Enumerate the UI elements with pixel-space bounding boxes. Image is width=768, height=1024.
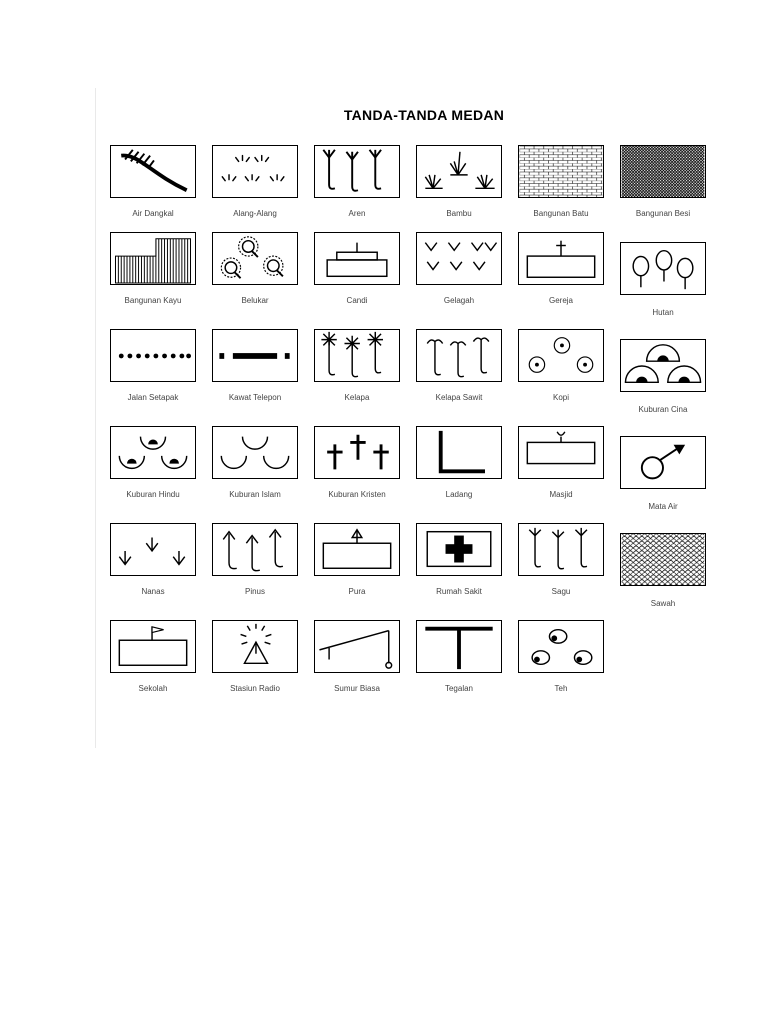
hospital-icon — [426, 530, 492, 568]
grass-icon — [221, 154, 285, 182]
islamic-grave-icon — [220, 436, 290, 470]
iron-building-icon — [621, 146, 705, 197]
page-margin-line — [95, 88, 96, 748]
field-icon — [438, 430, 485, 474]
church-icon — [526, 240, 596, 278]
symbol-label: Kawat Telepon — [228, 393, 282, 402]
spring-icon — [640, 444, 686, 480]
shallow-water-icon — [121, 149, 188, 193]
symbol-label: Pinus — [244, 587, 265, 596]
radio-station-icon — [240, 623, 272, 665]
symbol-label: Teh — [554, 684, 568, 693]
chinese-grave-icon — [624, 344, 702, 384]
symbol-label: Air Dangkal — [132, 209, 174, 218]
symbol-label: Ladang — [445, 490, 473, 499]
symbol-label: Bambu — [446, 209, 472, 218]
coconut-icon — [321, 331, 383, 378]
rice-field-icon — [621, 534, 705, 585]
reed-icon — [424, 242, 498, 271]
mosque-icon — [526, 431, 596, 465]
symbol-label: Belukar — [241, 296, 269, 305]
symbol-label: Sawah — [650, 599, 676, 608]
symbol-label: Tegalan — [444, 684, 474, 693]
forest-icon — [632, 249, 694, 290]
symbol-label: Aren — [348, 209, 366, 218]
bamboo-icon — [424, 151, 495, 190]
tea-icon — [531, 628, 593, 666]
coffee-icon — [528, 337, 594, 373]
symbol-label: Kuburan Cina — [638, 405, 688, 414]
sugar-palm-icon — [322, 149, 382, 192]
symbol-label: Kuburan Kristen — [328, 490, 386, 499]
symbol-label: Gelagah — [443, 296, 475, 305]
telephone-wire-icon — [219, 353, 290, 359]
temple-icon — [326, 242, 388, 278]
symbol-label: Masjid — [549, 490, 573, 499]
symbol-label: Kelapa — [344, 393, 370, 402]
symbol-label: Stasiun Radio — [230, 684, 280, 693]
symbol-label: Nanas — [141, 587, 165, 596]
dry-field-icon — [425, 626, 493, 670]
symbol-label: Bangunan Kayu — [124, 296, 182, 305]
symbol-label: Sekolah — [138, 684, 168, 693]
hindu-grave-icon — [118, 436, 188, 470]
stone-building-icon — [519, 146, 603, 197]
symbol-label: Rumah Sakit — [436, 587, 482, 596]
pine-icon — [222, 528, 284, 572]
school-icon — [118, 626, 188, 666]
pineapple-icon — [118, 537, 186, 566]
symbol-label: Bangunan Besi — [635, 209, 691, 218]
symbol-label: Kuburan Hindu — [126, 490, 180, 499]
symbol-label: Sagu — [551, 587, 571, 596]
symbol-label: Kelapa Sawit — [435, 393, 483, 402]
symbol-label: Pura — [348, 587, 366, 596]
wooden-building-icon — [114, 238, 192, 284]
oil-palm-icon — [426, 337, 490, 378]
sago-icon — [528, 527, 588, 570]
symbol-label: Candi — [346, 296, 368, 305]
shrub-icon — [220, 236, 284, 279]
symbol-label: Bangunan Batu — [533, 209, 589, 218]
hindu-temple-icon — [322, 528, 392, 569]
christian-grave-icon — [327, 434, 389, 470]
page-title: TANDA-TANDA MEDAN — [343, 107, 505, 123]
symbol-label: Jalan Setapak — [127, 393, 179, 402]
symbol-label: Mata Air — [648, 502, 678, 511]
symbol-label: Kopi — [552, 393, 569, 402]
symbol-label: Sumur Biasa — [334, 684, 380, 693]
symbol-label: Gereja — [548, 296, 573, 305]
symbol-label: Kuburan Islam — [229, 490, 281, 499]
well-icon — [319, 629, 393, 669]
symbol-label: Alang-Alang — [233, 209, 277, 218]
footpath-icon — [118, 353, 192, 359]
symbol-label: Hutan — [652, 308, 674, 317]
